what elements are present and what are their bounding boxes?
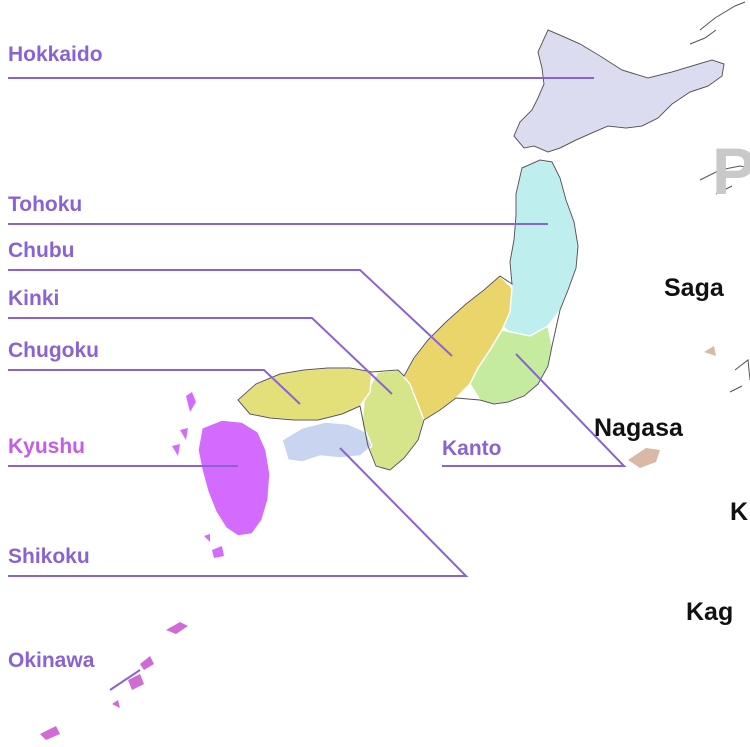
label-hokkaido[interactable]: Hokkaido: [8, 43, 103, 66]
label-kanto[interactable]: Kanto: [442, 437, 502, 460]
leader-chubu: [8, 269, 453, 357]
region-okinawa-shape[interactable]: [40, 622, 188, 740]
leader-shikoku: [8, 447, 469, 577]
label-chubu[interactable]: Chubu: [8, 239, 75, 262]
label-okinawa[interactable]: Okinawa: [8, 649, 95, 672]
leader-chugoku: [8, 369, 301, 405]
kuril-islands-inner: [689, 29, 717, 45]
label-kinki[interactable]: Kinki: [8, 287, 60, 310]
leader-kanto: [442, 353, 627, 467]
region-chugoku-shape[interactable]: [237, 367, 373, 421]
inset-label-k: K: [730, 498, 749, 526]
region-kyushu-shape[interactable]: [197, 419, 271, 537]
kuril-islands: [699, 1, 746, 31]
inset-label-saga: Saga: [664, 274, 724, 302]
leader-okinawa: [109, 669, 141, 691]
inset-islands: [628, 346, 716, 468]
inset-label-kag: Kag: [686, 598, 734, 626]
label-tohoku[interactable]: Tohoku: [8, 193, 83, 216]
hokkaido-coastline: [513, 29, 725, 153]
honshu-coastline: [237, 159, 579, 471]
label-shikoku[interactable]: Shikoku: [8, 545, 90, 568]
label-chugoku[interactable]: Chugoku: [8, 339, 99, 362]
inset-label-nagasaki: Nagasa: [594, 414, 683, 442]
leader-kinki: [8, 317, 393, 395]
region-shikoku-shape[interactable]: [281, 421, 373, 463]
inset-title-fragment: P: [712, 134, 750, 208]
region-tohoku-shape[interactable]: [501, 159, 579, 337]
inset-kyushu-outline: [699, 165, 750, 393]
kyushu-islands: [172, 392, 224, 558]
label-kyushu[interactable]: Kyushu: [8, 435, 86, 458]
